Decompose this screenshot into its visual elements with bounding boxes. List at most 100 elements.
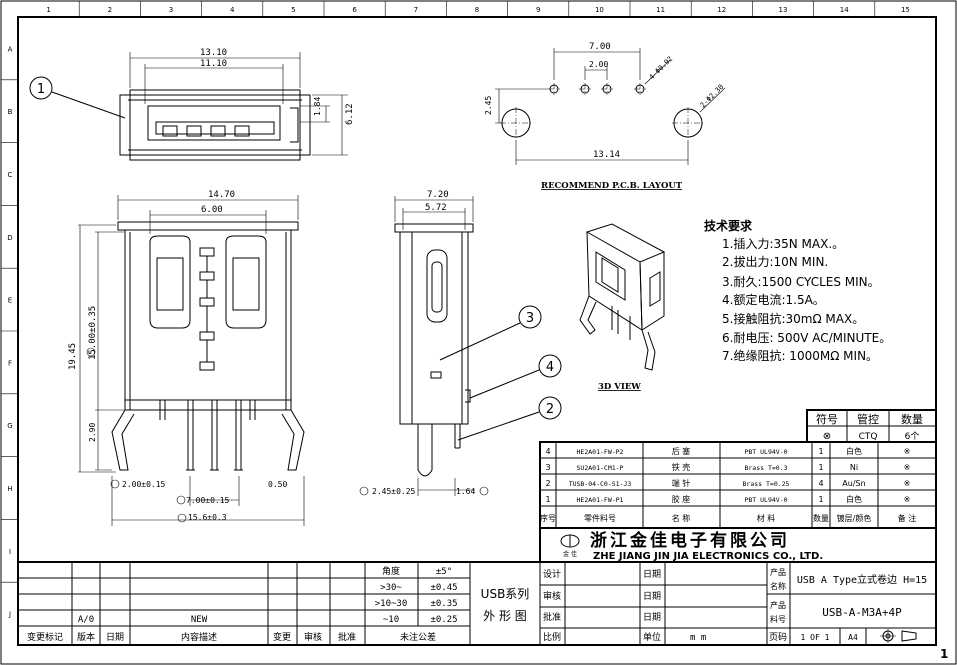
row-label: A bbox=[8, 45, 13, 53]
bom-cell: 4 bbox=[818, 479, 823, 488]
front-dim-pitch: 7.00±0.15 bbox=[186, 496, 230, 505]
column-label: 15 bbox=[901, 6, 910, 14]
balloon-3: 3 bbox=[439, 305, 542, 361]
column-label: 7 bbox=[414, 6, 418, 14]
label-scale: 比例 bbox=[543, 631, 561, 643]
tol-range-2: >10~30 bbox=[375, 599, 408, 609]
bom-cell: 后 塞 bbox=[672, 446, 691, 456]
label-date-3: 日期 bbox=[643, 612, 661, 623]
bom-cell: Ni bbox=[850, 463, 858, 472]
svg-text:4: 4 bbox=[546, 360, 554, 375]
row-label: J bbox=[8, 611, 11, 619]
rev-header-tolerance: 未注公差 bbox=[400, 631, 436, 643]
part-no-label: 产品 bbox=[770, 600, 786, 610]
bom-header-remark: 备 注 bbox=[898, 513, 917, 523]
unit-value: m m bbox=[690, 633, 706, 643]
product-name-label: 产品 bbox=[770, 567, 786, 577]
requirements-title: 技术要求 bbox=[704, 218, 753, 233]
column-label: 12 bbox=[717, 6, 726, 14]
column-label: 9 bbox=[536, 6, 540, 14]
projection-icon bbox=[880, 629, 917, 643]
bom-cell: 3 bbox=[545, 463, 550, 472]
label-date-1: 日期 bbox=[643, 569, 661, 580]
top-dim-height-inner: 1.84 bbox=[313, 97, 322, 116]
bom-cell: ※ bbox=[904, 479, 911, 488]
row-label: G bbox=[7, 422, 12, 430]
pcb-dim-c: 2.45 bbox=[484, 96, 493, 115]
view-3d: 3D VIEW bbox=[579, 223, 666, 392]
mark-control: CTQ bbox=[859, 432, 878, 442]
company-name-en: ZHE JIANG JIN JIA ELECTRONICS CO., LTD. bbox=[593, 551, 823, 562]
mark-header-control: 管控 bbox=[857, 412, 879, 426]
tol-range-3: ~10 bbox=[383, 615, 399, 625]
tol-value-1: ±0.45 bbox=[430, 583, 457, 593]
row-label: B bbox=[8, 108, 13, 116]
column-label: 10 bbox=[595, 6, 604, 14]
revision-content: NEW bbox=[191, 615, 208, 625]
bom-cell: PBT UL94V-0 bbox=[744, 448, 787, 456]
bom-cell: 1 bbox=[818, 463, 823, 472]
balloon-4: 4 bbox=[469, 354, 562, 399]
bom-cell: HE2A01-FW-P2 bbox=[577, 448, 624, 456]
requirement-1: 1.插入力:35N MAX.。 bbox=[722, 237, 844, 251]
row-label: H bbox=[7, 485, 12, 493]
mark-header-qty: 数量 bbox=[901, 413, 923, 426]
column-label: 3 bbox=[169, 6, 173, 14]
series-line1: USB系列 bbox=[481, 587, 530, 601]
requirement-7: 7.绝缘阻抗: 1000MΩ MIN。 bbox=[722, 348, 878, 363]
top-dim-overall: 13.10 bbox=[200, 48, 227, 58]
pcb-hole-small: 4-Φ0.92 bbox=[648, 55, 675, 82]
bom-cell: 1 bbox=[818, 447, 823, 456]
product-name: USB A Type立式卷边 H=15 bbox=[797, 573, 927, 586]
bom-cell: 4 bbox=[545, 447, 550, 456]
side-dim-inner: 5.72 bbox=[425, 203, 447, 213]
series-line2: 外 形 图 bbox=[483, 609, 527, 623]
side-dim-lead: 2.45±0.25 bbox=[372, 487, 416, 496]
sheet-size: A4 bbox=[848, 633, 858, 642]
side-dim-overall: 7.20 bbox=[427, 190, 449, 200]
bom-cell: ※ bbox=[904, 463, 911, 472]
bom-cell: PBT UL94V-0 bbox=[744, 496, 787, 504]
column-label: 4 bbox=[230, 6, 235, 14]
column-label: 14 bbox=[840, 6, 849, 14]
sheet-mark: 1 bbox=[940, 647, 948, 661]
mark-qty: 6个 bbox=[905, 431, 920, 442]
company-banner: 金 佳 浙江金佳电子有限公司 ZHE JIANG JIN JIA ELECTRO… bbox=[539, 527, 937, 563]
company-logo-text: 金 佳 bbox=[563, 550, 577, 558]
svg-text:3: 3 bbox=[526, 311, 534, 326]
part-number: USB-A-M3A+4P bbox=[822, 606, 902, 619]
front-dim-pad: 2.00±0.15 bbox=[122, 480, 166, 489]
bom-header-qty: 数量 bbox=[813, 513, 829, 523]
bom-cell: ※ bbox=[904, 495, 911, 504]
bom-cell: 1 bbox=[545, 495, 550, 504]
bom-cell: TUSB-04-C0-S1-J3 bbox=[569, 480, 632, 488]
side-view: 7.20 5.72 2.45±0.25 1.64 bbox=[359, 190, 489, 496]
pcb-dim-a: 7.00 bbox=[589, 42, 611, 52]
bom-cell: 2 bbox=[545, 479, 550, 488]
pcb-caption: RECOMMEND P.C.B. LAYOUT bbox=[541, 181, 683, 191]
front-dim-height-total: 19.45 bbox=[68, 343, 78, 370]
top-dim-height-outer: 6.12 bbox=[345, 103, 355, 125]
label-review: 审核 bbox=[543, 590, 561, 602]
front-dim-overall: 14.70 bbox=[208, 190, 235, 200]
bom-header-no: 序号 bbox=[540, 513, 556, 523]
tol-value-2: ±0.35 bbox=[430, 599, 457, 609]
bom-header-material: 材 料 bbox=[757, 513, 776, 523]
requirement-6: 6.耐电压: 500V AC/MINUTE。 bbox=[722, 331, 891, 345]
top-view: 13.10 11.10 6.12 1.84 bbox=[119, 48, 355, 161]
rev-header-review: 审核 bbox=[304, 631, 322, 643]
svg-text:1: 1 bbox=[37, 82, 45, 97]
pcb-dim-total: 13.14 bbox=[593, 150, 620, 160]
balloon-1: 1 bbox=[29, 76, 126, 119]
label-approve: 批准 bbox=[543, 611, 561, 623]
label-unit: 单位 bbox=[643, 631, 661, 643]
view3d-caption: 3D VIEW bbox=[598, 382, 641, 392]
mark-symbol: ⊗ bbox=[823, 431, 831, 442]
pcb-dim-b: 2.00 bbox=[589, 60, 608, 69]
mark-header-symbol: 符号 bbox=[816, 413, 838, 426]
